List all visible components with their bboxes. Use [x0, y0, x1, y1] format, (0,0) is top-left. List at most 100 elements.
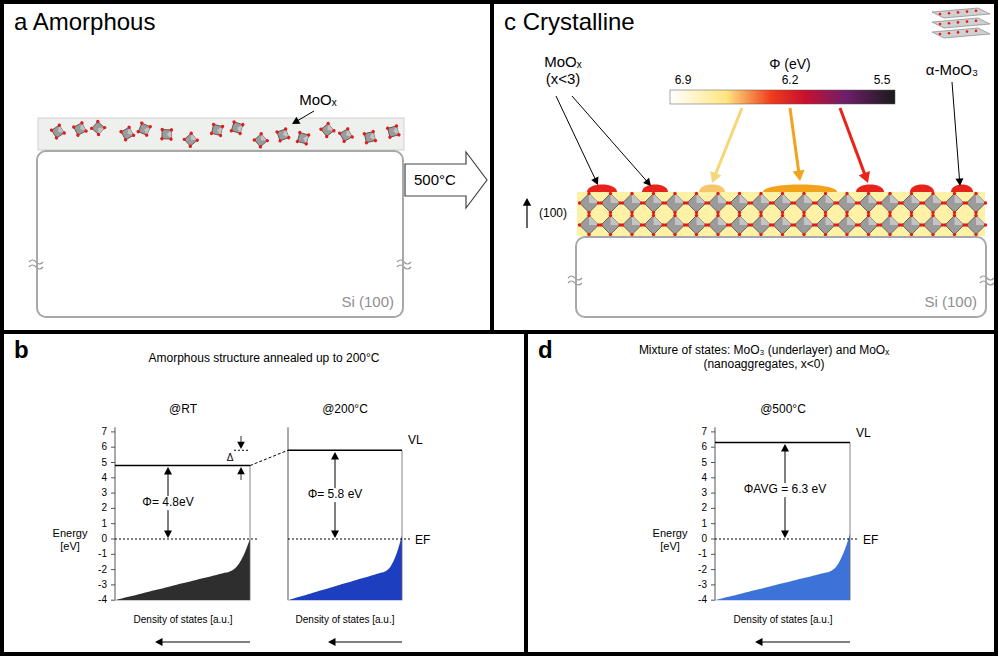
oxygen-atom [910, 214, 913, 217]
octahedron-face [761, 194, 771, 204]
oxygen-atom [62, 131, 66, 135]
annotation: 5.5 [873, 74, 892, 88]
octahedron-face [773, 216, 792, 235]
oxygen-atom [966, 10, 969, 13]
arrow-line [790, 108, 799, 173]
arrow-line [556, 96, 595, 180]
octahedron-face [709, 216, 728, 235]
fermi-level [288, 539, 410, 540]
nanoaggregate [951, 185, 973, 193]
octahedron [685, 192, 707, 214]
panel-heading: c Crystalline [504, 8, 635, 36]
octahedron-face [752, 194, 771, 213]
axis-line [115, 427, 116, 600]
axis-tick [111, 523, 115, 524]
octahedron [318, 121, 336, 139]
octahedron-face [826, 216, 836, 226]
arrow-head [237, 467, 245, 474]
octahedron-face [644, 216, 663, 235]
octahedron [642, 192, 664, 214]
octahedron-face [675, 216, 685, 226]
arrow-head [793, 170, 805, 181]
octahedron-face [718, 216, 728, 226]
octahedron-face [611, 216, 621, 226]
fermi-level [115, 539, 258, 540]
arrow-head [331, 531, 339, 539]
octahedron-face [50, 124, 66, 140]
annotation: α-MoO₃ [925, 61, 979, 78]
oxygen-atom [750, 223, 753, 226]
oxygen-atom [888, 214, 891, 217]
octahedron-face [804, 216, 814, 226]
oxygen-atom [599, 201, 602, 204]
octahedron-face [730, 216, 749, 235]
octahedron [728, 192, 750, 214]
oxygen-atom [621, 223, 624, 226]
octahedron [879, 214, 901, 236]
octahedron [621, 214, 643, 236]
octahedron-face [838, 194, 857, 213]
oxygen-atom [599, 223, 602, 226]
axis-tick-label: -1 [97, 549, 108, 561]
oxygen-atom [738, 192, 741, 195]
octahedron [182, 131, 199, 148]
axis-tick [711, 508, 715, 509]
axis-tick [111, 600, 115, 601]
crystal-layer [932, 18, 990, 28]
annotation: Φ= 4.8eV [141, 496, 194, 510]
axis-tick [111, 447, 115, 448]
oxygen-atom [346, 127, 350, 131]
oxygen-atom [373, 138, 378, 143]
octahedron [382, 120, 404, 142]
octahedron-face [773, 194, 792, 213]
axis-tick [711, 569, 715, 570]
axis-tick-label: 1 [700, 518, 708, 530]
axis-line [288, 427, 289, 600]
axis-tick [111, 554, 115, 555]
oxygen-atom [259, 132, 263, 136]
octahedron-face [859, 216, 878, 235]
oxygen-atom [286, 135, 291, 140]
oxygen-atom [103, 126, 107, 130]
oxygen-atom [793, 223, 796, 226]
axis-tick [111, 431, 115, 432]
annotation: Energy [eV] [47, 527, 93, 552]
oxygen-atom [630, 211, 633, 214]
oxygen-atom [781, 211, 784, 214]
octahedron-face [274, 126, 291, 143]
axis-tick-label: 4 [100, 472, 108, 484]
oxygen-atom [609, 192, 612, 195]
arrow-head [781, 531, 789, 539]
oxygen-atom [80, 121, 84, 125]
octahedron-face [589, 216, 599, 226]
annotation: VL [407, 434, 424, 448]
oxygen-atom [984, 223, 987, 226]
octahedron [252, 132, 269, 149]
octahedron-face [924, 194, 943, 213]
panel-heading: Si (100) [341, 293, 394, 310]
octahedron-face [666, 216, 685, 235]
axis-tick [111, 508, 115, 509]
octahedron [599, 192, 621, 214]
octahedron-face [933, 194, 943, 204]
chart-edge [850, 443, 851, 601]
octahedron-face [902, 194, 921, 213]
oxygen-atom [695, 214, 698, 217]
panel-heading: 500°C [414, 171, 456, 188]
axis-tick [711, 554, 715, 555]
octahedron-face [955, 194, 965, 204]
oxygen-atom [211, 122, 216, 127]
oxygen-atom [238, 131, 243, 136]
oxygen-atom [195, 138, 199, 142]
octahedron [707, 214, 729, 236]
annotation: @200°C [321, 403, 369, 417]
oxygen-atom [802, 211, 805, 214]
octahedron-face [945, 194, 964, 213]
oxygen-atom [707, 223, 710, 226]
octahedron-face [869, 216, 879, 226]
oxygen-atom [931, 192, 934, 195]
oxygen-atom [578, 201, 581, 204]
arrow-head [591, 177, 598, 185]
nanoaggregate [699, 185, 725, 193]
